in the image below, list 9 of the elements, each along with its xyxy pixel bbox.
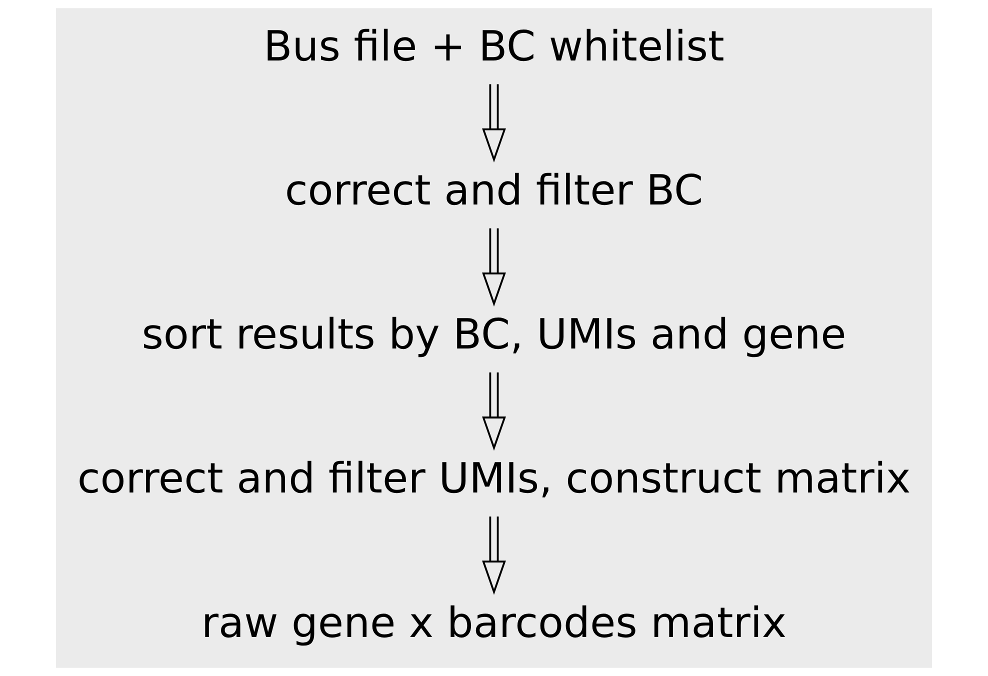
node-text: correct and filter BC xyxy=(284,166,704,215)
node-text: sort results by BC, UMIs and gene xyxy=(142,310,846,359)
arrow xyxy=(482,84,506,162)
arrow xyxy=(482,516,506,595)
arrow xyxy=(482,228,506,307)
node-text: correct and filter UMIs, construct matrix xyxy=(77,454,911,503)
arrow xyxy=(482,372,506,451)
node-text: raw gene x barcodes matrix xyxy=(201,598,787,647)
node-text: Bus file + BC whitelist xyxy=(264,21,724,70)
